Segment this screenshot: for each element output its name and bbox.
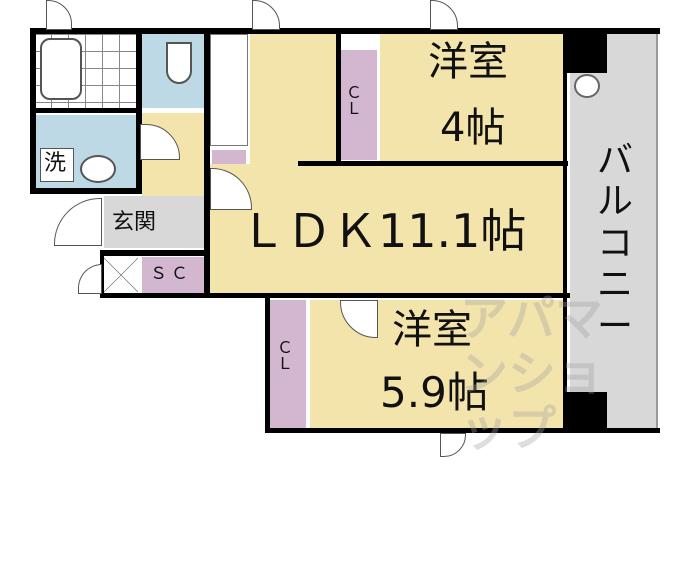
wall <box>30 28 660 34</box>
wall <box>30 188 138 194</box>
wall <box>336 28 341 163</box>
door[interactable] <box>430 0 458 30</box>
wall <box>265 428 660 433</box>
closet-2-label: ＣＬ <box>277 338 294 373</box>
ldk-room-main <box>210 164 565 294</box>
closet-2 <box>270 300 306 428</box>
balcony-sink-icon <box>574 74 600 98</box>
ldk-room <box>250 34 336 164</box>
entrance-door[interactable] <box>54 198 102 246</box>
washer-box <box>40 148 74 182</box>
washroom-label: 洗 <box>44 151 67 176</box>
western-room-1 <box>380 34 565 161</box>
wall <box>204 28 210 296</box>
ldk-label: ＬＤＫ11.1帖 <box>240 204 527 258</box>
entrance-label: 玄関 <box>112 210 157 235</box>
door[interactable] <box>252 0 280 30</box>
toilet-icon <box>166 42 192 84</box>
wall <box>298 161 568 166</box>
watermark-logo: アパマンショップ <box>460 291 605 458</box>
wall <box>100 250 104 298</box>
western-room-2-name: 洋室 <box>392 307 472 353</box>
balcony-label: バルコニー <box>597 140 634 347</box>
kitchen-counter <box>210 34 248 146</box>
door[interactable] <box>78 264 102 294</box>
balcony <box>570 34 658 430</box>
wall <box>100 250 210 256</box>
wall <box>265 293 270 433</box>
storage-box <box>104 257 138 293</box>
bathtub-icon <box>40 38 82 100</box>
window-wall <box>563 28 567 432</box>
wall <box>30 108 140 113</box>
closet-1 <box>341 50 377 160</box>
shoe-closet <box>142 257 206 293</box>
closet-1-label: ＣＬ <box>346 83 363 118</box>
wall <box>100 293 570 298</box>
pillar <box>563 28 607 73</box>
pillar <box>563 392 607 432</box>
kitchen-storage <box>212 150 246 164</box>
shoe-closet-label: ＳＣ <box>150 264 192 284</box>
door[interactable] <box>46 0 72 30</box>
western-room-1-size: 4帖 <box>440 105 506 151</box>
entrance <box>104 196 208 248</box>
western-room-2-size: 5.9帖 <box>380 368 489 417</box>
western-room-1-name: 洋室 <box>428 39 508 85</box>
sink-icon <box>80 155 116 183</box>
